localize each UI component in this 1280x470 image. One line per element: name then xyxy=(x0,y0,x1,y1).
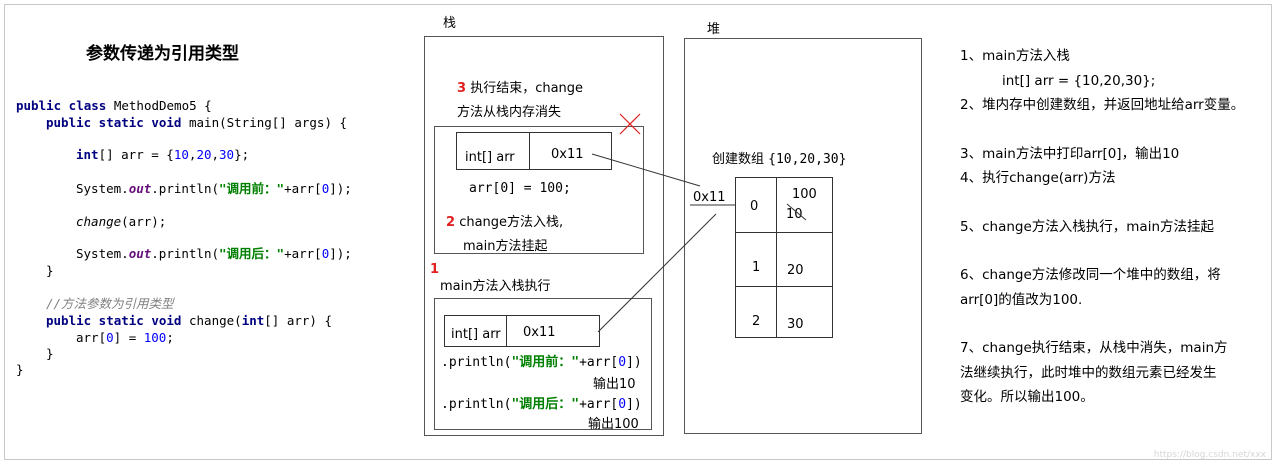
change-stack-frame xyxy=(434,126,644,254)
code-line: System.out.println("调用前："+arr[0]); xyxy=(76,181,352,196)
main-ref-arrow xyxy=(597,213,717,333)
code-line: public static void change(int[] arr) { xyxy=(46,313,332,328)
code-line: System.out.println("调用后："+arr[0]); xyxy=(76,246,352,261)
heap-index-column xyxy=(735,177,777,338)
create-array-caption: 创建数组 {10,20,30} xyxy=(712,152,847,167)
main-arr-type: int[] arr xyxy=(451,327,501,342)
code-line: arr[0] = 100; xyxy=(76,330,174,345)
heap-row-divider xyxy=(735,232,833,233)
note-line: 2、堆内存中创建数组，并返回地址给arr变量。 xyxy=(960,97,1245,113)
note-line: 6、change方法修改同一个堆中的数组，将 xyxy=(960,267,1221,283)
code-line: } xyxy=(46,346,54,361)
heap-value-2: 30 xyxy=(787,317,804,332)
output-after: 输出100 xyxy=(588,417,639,432)
note-spacer xyxy=(960,239,1244,263)
note-line: int[] arr = {10,20,30}; xyxy=(1002,72,1156,89)
explanation-notes: 1、main方法入栈 int[] arr = {10,20,30}; 2、堆内存… xyxy=(960,44,1244,410)
step2-caption-line2: main方法挂起 xyxy=(463,239,548,254)
step3-caption-line2: 方法从栈内存消失 xyxy=(457,105,562,120)
code-line: change(arr); xyxy=(76,214,167,229)
diagram-frame xyxy=(4,4,1272,460)
heap-index-0: 0 xyxy=(750,199,759,214)
main-arr-divider xyxy=(444,315,507,347)
step3-caption: 3 执行结束，change xyxy=(457,81,584,96)
heap-array xyxy=(735,177,833,338)
note-line: arr[0]的值改为100. xyxy=(960,291,1083,308)
note-line: 变化。所以输出100。 xyxy=(960,389,1094,405)
watermark: https://blog.csdn.net/xxx xyxy=(1153,450,1266,460)
main-stack-frame xyxy=(434,298,652,430)
heap-index-1: 1 xyxy=(752,260,761,275)
strike-old-value xyxy=(786,203,807,221)
heap-value-0: 100 xyxy=(792,187,817,202)
code-line: public static void main(String[] args) { xyxy=(46,115,348,130)
println-after: .println("调用后："+arr[0]) xyxy=(441,397,642,412)
heap-label: 堆 xyxy=(707,22,721,37)
code-line: int[] arr = {10,20,30}; xyxy=(76,147,250,162)
note-line: 5、change方法入栈执行，main方法挂起 xyxy=(960,218,1215,235)
change-arr-divider xyxy=(456,132,530,170)
output-before: 输出10 xyxy=(593,377,636,392)
note-spacer xyxy=(960,118,1244,142)
note-spacer xyxy=(960,191,1244,215)
step1-number: 1 xyxy=(430,262,440,277)
code-line: } xyxy=(16,362,24,377)
code-line: } xyxy=(46,263,54,278)
heap-index-2: 2 xyxy=(752,314,761,329)
stack-label: 栈 xyxy=(443,16,457,31)
change-assign-statement: arr[0] = 100; xyxy=(469,181,571,196)
change-arr-variable xyxy=(456,132,612,170)
heap-old-value-0: 10 xyxy=(786,207,803,222)
note-line: 3、main方法中打印arr[0]，输出10 xyxy=(960,145,1180,162)
code-comment: //方法参数为引用类型 xyxy=(46,296,174,311)
change-ref-arrow xyxy=(591,153,701,187)
change-arr-type: int[] arr xyxy=(465,150,515,165)
stack-panel xyxy=(424,36,664,436)
note-line: 4、执行change(arr)方法 xyxy=(960,170,1116,186)
diagram-title: 参数传递为引用类型 xyxy=(86,44,239,64)
note-line: 法继续执行，此时堆中的数组元素已经发生 xyxy=(960,364,1217,381)
note-spacer xyxy=(960,312,1244,336)
step2-caption: 2 change方法入栈, xyxy=(446,215,564,230)
code-line: public class MethodDemo5 { xyxy=(16,98,212,113)
change-arr-address: 0x11 xyxy=(551,147,584,162)
removed-cross-icon xyxy=(619,113,641,135)
heap-panel xyxy=(684,38,922,434)
heap-row-divider xyxy=(735,286,833,287)
heap-value-1: 20 xyxy=(787,263,804,278)
note-line: 1、main方法入栈 xyxy=(960,48,1070,64)
step1-caption: main方法入栈执行 xyxy=(440,279,551,294)
println-before: .println("调用前："+arr[0]) xyxy=(441,355,642,370)
heap-array-address: 0x11 xyxy=(693,190,726,205)
main-arr-address: 0x11 xyxy=(523,325,556,340)
note-line: 7、change执行结束，从栈中消失，main方 xyxy=(960,340,1228,356)
